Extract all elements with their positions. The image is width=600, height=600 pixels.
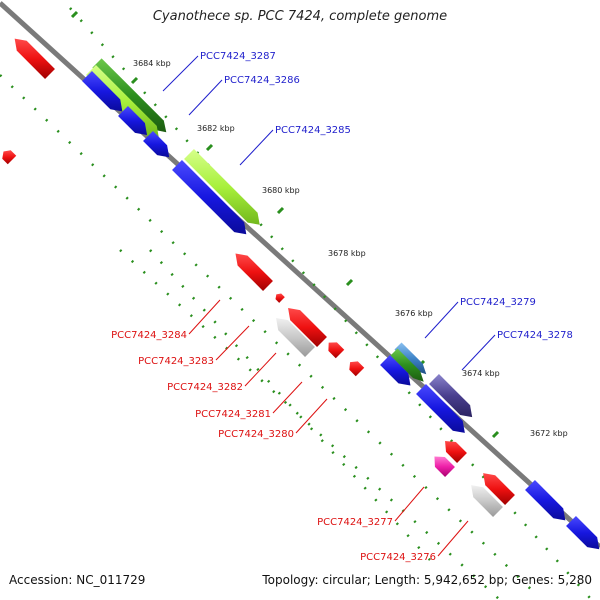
scale-label: 3684 kbp (133, 59, 171, 68)
gene-arrow[interactable] (118, 106, 148, 136)
gene-arrow[interactable] (445, 441, 467, 463)
scale-track-dots (149, 249, 431, 561)
scale-tick (70, 10, 79, 19)
gene-arrow[interactable] (566, 516, 600, 550)
gene-leader-line (188, 79, 223, 116)
gene-label[interactable]: PCC7424_3283 (138, 356, 214, 367)
topology-label: Topology: circular; Length: 5,942,652 bp… (262, 573, 592, 587)
gene-label[interactable]: PCC7424_3282 (167, 382, 243, 393)
gene-arrow[interactable] (328, 342, 345, 359)
gene-label[interactable]: PCC7424_3287 (200, 51, 276, 62)
scale-label: 3682 kbp (197, 124, 235, 133)
gene-arrow[interactable] (349, 361, 365, 377)
gene-leader-line (437, 520, 469, 557)
gene-label[interactable]: PCC7424_3286 (224, 75, 300, 86)
gene-leader-line (272, 381, 303, 414)
gene-leader-line (461, 334, 496, 371)
gene-arrow[interactable] (380, 355, 411, 386)
scale-tick (491, 430, 500, 439)
scale-track-dots (0, 74, 541, 599)
gene-arrow[interactable] (143, 131, 170, 158)
gene-label[interactable]: PCC7424_3285 (275, 125, 351, 136)
gene-label[interactable]: PCC7424_3276 (360, 552, 436, 563)
map-title: Cyanothece sp. PCC 7424, complete genome (152, 9, 448, 24)
scale-tick (345, 278, 354, 287)
scale-tick (205, 143, 214, 152)
scale-label: 3678 kbp (328, 249, 366, 258)
gene-arrow[interactable] (172, 160, 247, 235)
gene-arrow[interactable] (275, 293, 285, 303)
scale-label: 3680 kbp (262, 186, 300, 195)
gene-label[interactable]: PCC7424_3277 (317, 517, 393, 528)
gene-arrow[interactable] (525, 480, 566, 521)
gene-leader-line (394, 486, 425, 522)
scale-label: 3674 kbp (462, 369, 500, 378)
gene-leader-line (295, 398, 328, 434)
gene-arrow[interactable] (14, 38, 55, 79)
gene-arrow[interactable] (92, 58, 167, 133)
gene-label[interactable]: PCC7424_3280 (218, 429, 294, 440)
gene-arrow[interactable] (390, 348, 424, 382)
gene-label[interactable]: PCC7424_3281 (195, 409, 271, 420)
scale-label: 3676 kbp (395, 309, 433, 318)
gene-arrow[interactable] (235, 253, 273, 291)
scale-tick (276, 206, 285, 215)
accession-label: Accession: NC_011729 (9, 573, 146, 587)
scale-label: 3672 kbp (530, 429, 568, 438)
gene-label[interactable]: PCC7424_3284 (111, 330, 187, 341)
gene-leader-line (162, 55, 199, 92)
gene-arrow[interactable] (2, 150, 17, 165)
gene-arrow[interactable] (86, 65, 159, 138)
gene-label[interactable]: PCC7424_3278 (497, 330, 573, 341)
gene-arrow[interactable] (394, 342, 427, 375)
gene-arrow[interactable] (416, 384, 465, 433)
gene-arrow[interactable] (434, 456, 455, 477)
gene-leader-line (215, 325, 250, 361)
gene-label[interactable]: PCC7424_3279 (460, 297, 536, 308)
gene-leader-line (424, 301, 459, 339)
gene-arrow[interactable] (429, 374, 473, 418)
gene-arrow[interactable] (276, 318, 315, 357)
gene-leader-line (244, 352, 277, 387)
gene-arrow[interactable] (82, 71, 123, 112)
gene-leader-line (188, 299, 221, 335)
gene-arrow[interactable] (471, 485, 503, 517)
gene-arrow[interactable] (288, 308, 327, 347)
gene-arrow[interactable] (184, 149, 260, 225)
gene-leader-line (239, 129, 274, 166)
scale-tick (130, 76, 139, 85)
gene-arrow[interactable] (483, 473, 515, 505)
scale-track-dots (119, 249, 501, 600)
